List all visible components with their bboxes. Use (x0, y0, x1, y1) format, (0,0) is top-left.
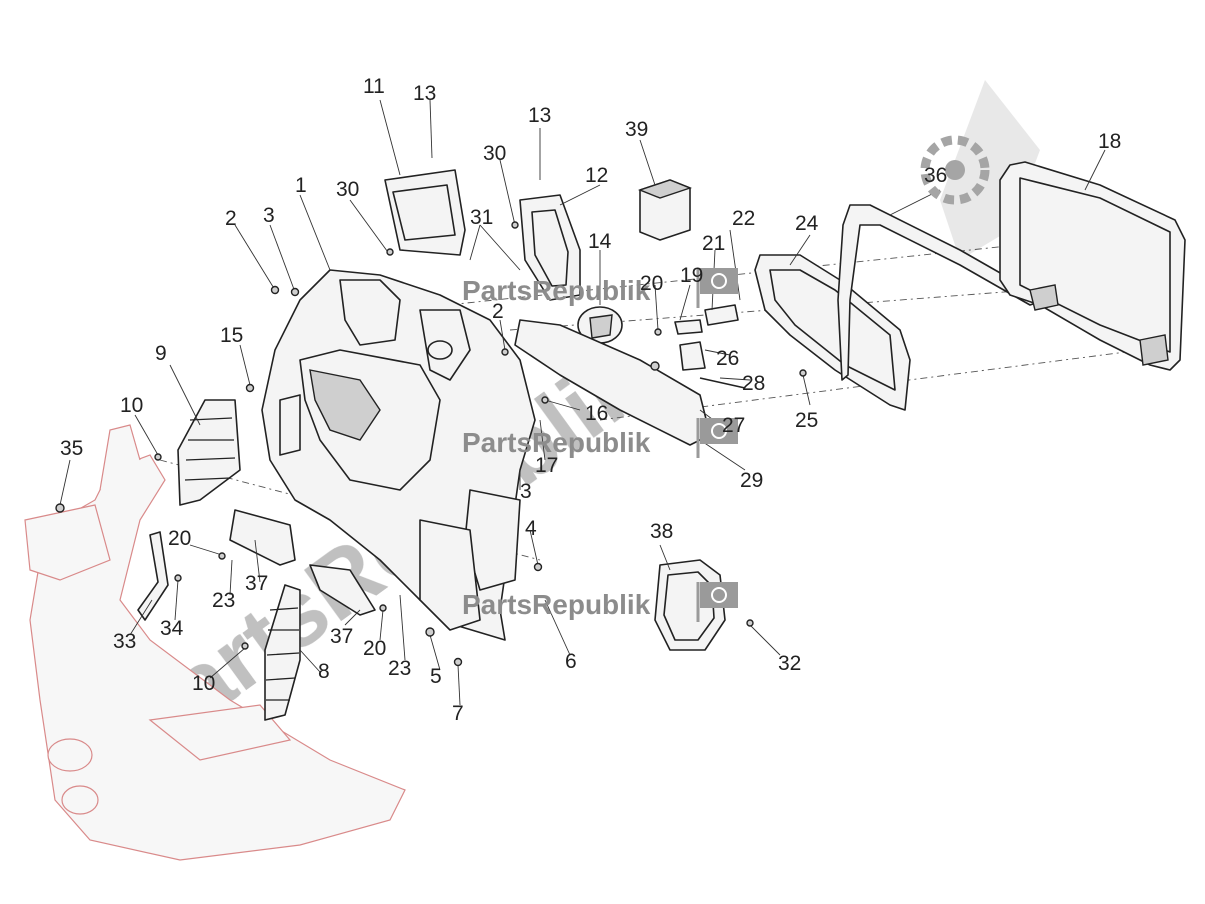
callout-28: 28 (742, 372, 765, 395)
callout-2a: 2 (225, 207, 237, 230)
callout-11: 11 (363, 75, 385, 98)
callout-3b: 3 (520, 480, 532, 503)
callout-20c: 20 (363, 637, 386, 660)
callout-33: 33 (113, 630, 136, 653)
glove-box-cover (384, 169, 466, 256)
lock-brackets (650, 304, 746, 389)
glove-box-cover-right (519, 194, 581, 301)
callout-21: 21 (702, 232, 725, 255)
callout-17: 17 (535, 454, 558, 477)
windshield (999, 161, 1186, 371)
callout-20b: 20 (168, 527, 191, 550)
callout-1: 1 (295, 174, 307, 197)
callout-6: 6 (565, 650, 577, 673)
callout-24: 24 (795, 212, 819, 235)
callout-9: 9 (155, 342, 167, 365)
callout-31: 31 (470, 206, 493, 229)
callout-2b: 2 (492, 300, 504, 323)
callout-14: 14 (588, 230, 612, 253)
gear-flag-icon (696, 418, 738, 458)
callout-22: 22 (732, 207, 755, 230)
callout-12: 12 (585, 164, 608, 187)
gear-flag-icon (696, 268, 738, 308)
callout-13b: 13 (528, 104, 551, 127)
rear-inner-panel (754, 254, 911, 411)
callout-30a: 30 (336, 178, 359, 201)
ignition-lock (577, 306, 623, 344)
callout-29: 29 (740, 469, 763, 492)
leg-shield-inner (261, 269, 536, 641)
callout-38: 38 (650, 520, 673, 543)
grille-upper (177, 399, 241, 506)
callout-35: 35 (60, 437, 83, 460)
callout-10b: 10 (192, 672, 215, 695)
callout-26: 26 (716, 347, 739, 370)
grille-lower (264, 584, 301, 721)
callout-34: 34 (160, 617, 184, 640)
scooter-frame (24, 424, 406, 861)
callout-30b: 30 (483, 142, 506, 165)
callout-5: 5 (430, 665, 442, 688)
callout-3a: 3 (263, 204, 275, 227)
callout-18: 18 (1098, 130, 1121, 153)
callout-27: 27 (722, 414, 745, 437)
watermark-text-3: PartsRepublik (462, 589, 651, 620)
callout-4: 4 (525, 517, 537, 540)
callout-19: 19 (680, 264, 703, 287)
callout-13a: 13 (413, 82, 436, 105)
callout-32: 32 (778, 652, 801, 675)
watermark-inline-3: PartsRepublik (462, 582, 738, 622)
callout-37a: 37 (245, 572, 268, 595)
callout-23b: 23 (388, 657, 411, 680)
callout-25: 25 (795, 409, 818, 432)
callout-20a: 20 (640, 272, 663, 295)
callout-labels: 1 2 2 3 3 4 5 6 7 8 9 10 10 11 12 13 13 … (60, 75, 1121, 725)
callout-16: 16 (585, 402, 608, 425)
callout-7: 7 (452, 702, 464, 725)
callout-10a: 10 (120, 394, 143, 417)
callout-39: 39 (625, 118, 648, 141)
rubber-seal (837, 204, 1046, 381)
watermark-gear-large (920, 135, 990, 205)
callout-23a: 23 (212, 589, 235, 612)
gear-flag-icon (696, 582, 738, 622)
battery-box (637, 179, 693, 241)
watermark-text-2: PartsRepublik (462, 427, 651, 458)
watermark-text-1: PartsRepublik (462, 275, 651, 306)
callout-8: 8 (318, 660, 330, 683)
fasteners (55, 221, 807, 667)
watermark-inline-2: PartsRepublik (462, 418, 738, 458)
watermark-inline-1: PartsRepublik (462, 268, 738, 308)
callout-15: 15 (220, 324, 243, 347)
callout-36: 36 (924, 164, 947, 187)
callout-37b: 37 (330, 625, 353, 648)
